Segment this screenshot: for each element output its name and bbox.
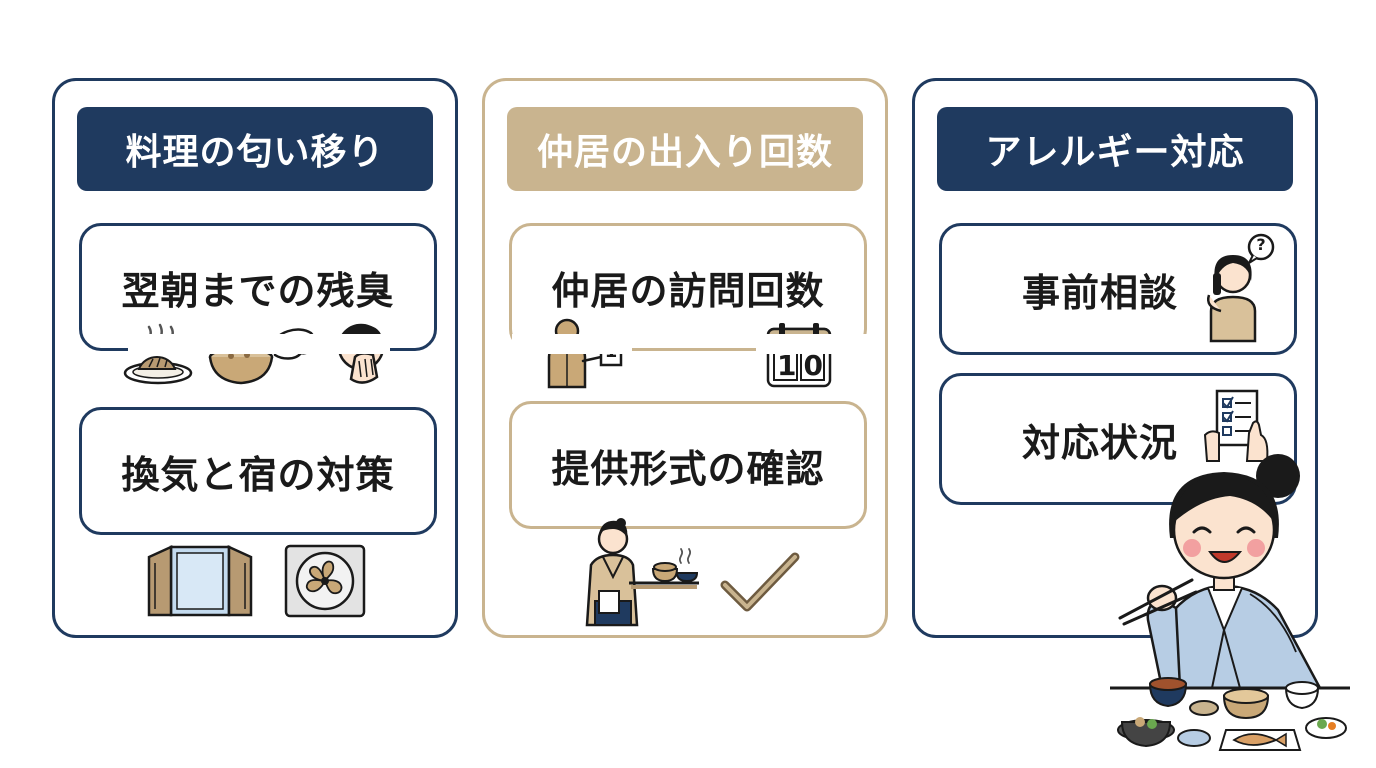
card-label: 換気と宿の対策 [121,452,395,497]
calendar-number: 10 [777,349,830,382]
woman-eating-kaiseki-icon [1110,454,1350,751]
card-label: 仲居の訪問回数 [551,268,825,313]
question-bubble: ? [1256,235,1266,254]
checklist-hand-icon [1203,389,1269,462]
panel-header-food-smell: 料理の匂い移り [77,107,433,191]
card-label: 翌朝までの残臭 [121,268,395,313]
card-label: 事前相談 [1022,270,1179,315]
phone-consult-icon [1207,233,1275,343]
panel-header-allergy: アレルギー対応 [937,107,1293,191]
card-serving-style: 提供形式の確認 [509,401,867,529]
panel-food-smell: 料理の匂い移り 翌朝までの残臭 換気と宿の対策 [52,78,458,638]
header-title: 仲居の出入り回数 [536,132,833,173]
card-ventilation: 換気と宿の対策 [79,407,437,535]
checkmark-icon [720,552,800,612]
card-label: 対応状況 [1022,420,1179,465]
header-title: 料理の匂い移り [125,132,385,173]
window-icon [147,545,253,617]
header-title: アレルギー対応 [985,132,1245,173]
nakai-serving-tray-icon [585,518,699,627]
card-morning-odor: 翌朝までの残臭 [79,223,437,354]
ventilation-fan-icon [284,544,366,618]
card-label: 提供形式の確認 [551,446,825,491]
grilled-fish-plate-icon [123,356,193,385]
panel-header-staff-visits: 仲居の出入り回数 [507,107,863,191]
person-covering-nose-icon [337,323,385,384]
panel-staff-visits: 仲居の出入り回数 仲居の訪問回数 提供形式の確認 1 10 [482,78,888,638]
